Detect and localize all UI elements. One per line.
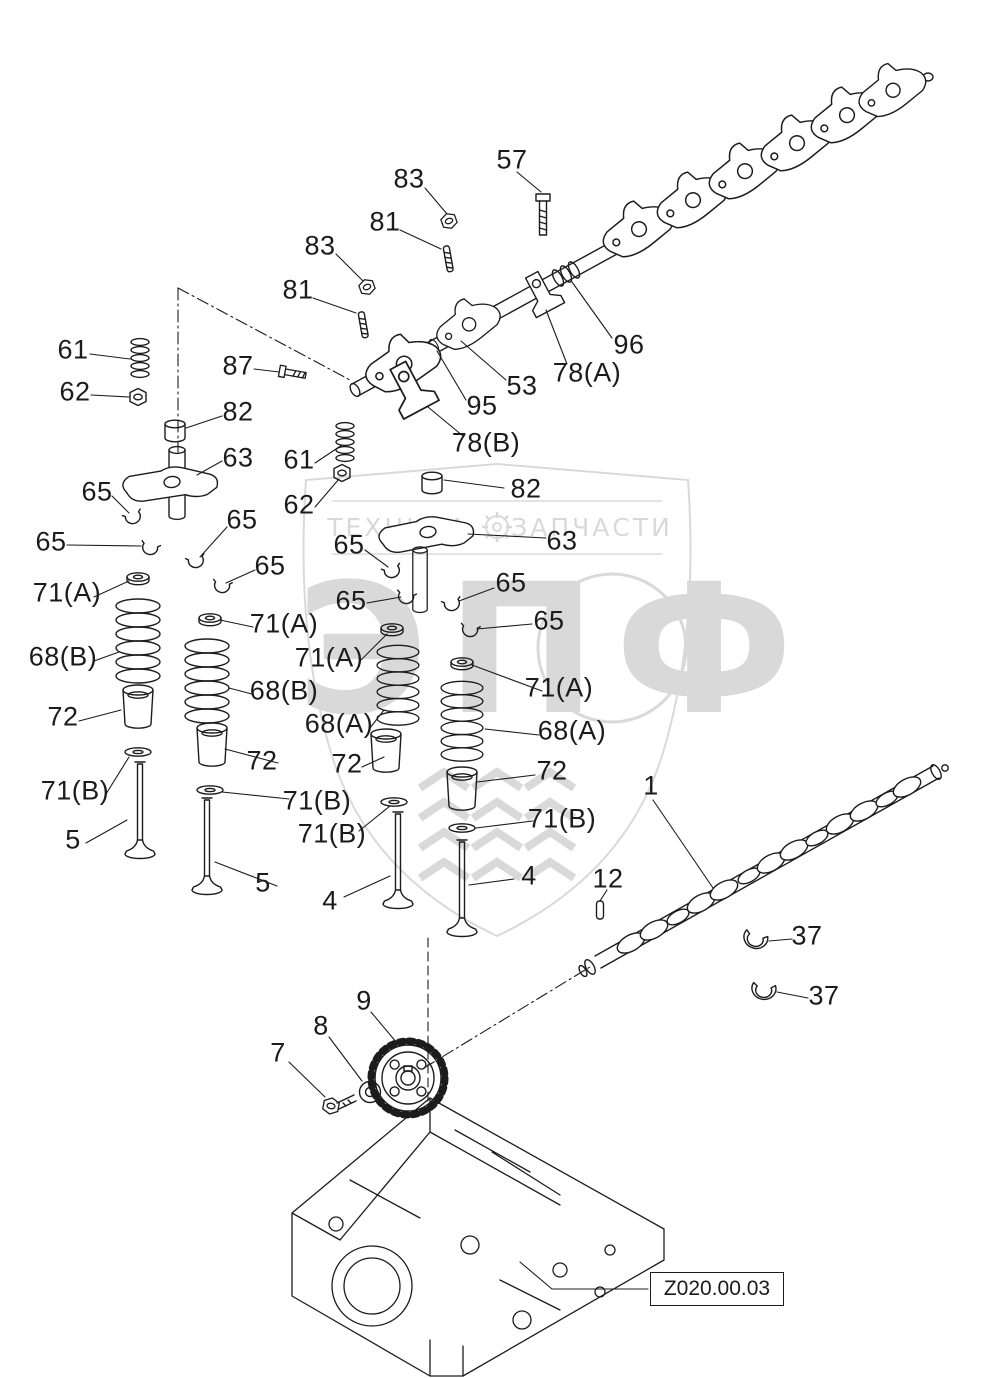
spring-61 — [130, 337, 150, 379]
washer-71B — [380, 797, 408, 807]
valve-set-b — [184, 553, 233, 896]
washer-71B — [124, 747, 152, 757]
clip-65 — [138, 540, 162, 558]
nut-83 — [438, 210, 460, 232]
bearing-bore — [331, 1245, 413, 1327]
washer-71B — [448, 823, 476, 833]
stud-81 — [442, 244, 455, 273]
nut-62 — [333, 463, 351, 483]
valve-spring-68B — [115, 598, 161, 684]
camshaft — [578, 764, 949, 1002]
spring-61 — [335, 421, 355, 463]
valve-5 — [191, 797, 223, 896]
clip-65 — [184, 553, 208, 571]
gear-keyway — [403, 1065, 413, 1072]
cam-lobe — [892, 776, 922, 798]
valve-4 — [446, 839, 478, 938]
cam-lobe — [709, 879, 739, 901]
reference-leader — [519, 1261, 649, 1290]
spring-seat-71A — [126, 572, 150, 586]
watermark-big-text: ЭПФ — [296, 546, 811, 755]
washer-8 — [358, 1080, 382, 1104]
lifter-72 — [196, 722, 228, 767]
bearing-shell-37 — [740, 928, 770, 953]
bolt-57 — [535, 193, 551, 236]
leader-lines — [66, 171, 809, 1290]
valve-4 — [382, 811, 414, 910]
clip-65 — [121, 508, 145, 528]
spring-seat-71A — [198, 613, 222, 627]
washer-71B — [196, 785, 224, 795]
nut-62 — [129, 387, 147, 407]
valve-set-a — [115, 572, 161, 860]
pin-12 — [595, 900, 605, 920]
valve-spring-68B — [184, 638, 230, 724]
valve-5 — [124, 761, 156, 860]
nut-83 — [356, 276, 378, 298]
watermark-shield: ТЕХНИКА ЗАПЧАСТИ ЭПФ — [296, 462, 811, 938]
cap-82 — [164, 419, 186, 443]
lever-63 — [120, 461, 220, 505]
bolt-87 — [277, 364, 308, 382]
gear-rim — [374, 1044, 442, 1112]
gear-teeth — [367, 1037, 449, 1119]
reference-code: Z020.00.03 — [663, 1277, 771, 1300]
shaft-bracket-78A — [516, 266, 566, 319]
watermark-chevrons — [417, 767, 577, 882]
stud-81 — [357, 310, 370, 339]
watermark-circle — [536, 572, 688, 724]
bearing-shell-37 — [749, 981, 778, 1002]
rocker-shaft-assembly — [349, 50, 934, 420]
cap-82 — [421, 471, 443, 495]
fasteners — [277, 193, 551, 382]
bolt-7 — [321, 1094, 357, 1116]
watermark-gear-icon — [482, 512, 512, 542]
valve-adjuster-group-left — [120, 337, 220, 558]
camshaft-gear-group — [321, 1037, 449, 1119]
centerlines — [177, 287, 591, 1103]
cylinder-block — [291, 1097, 665, 1377]
reference-code-box: Z020.00.03 — [650, 1272, 784, 1306]
lifter-72 — [122, 684, 154, 729]
